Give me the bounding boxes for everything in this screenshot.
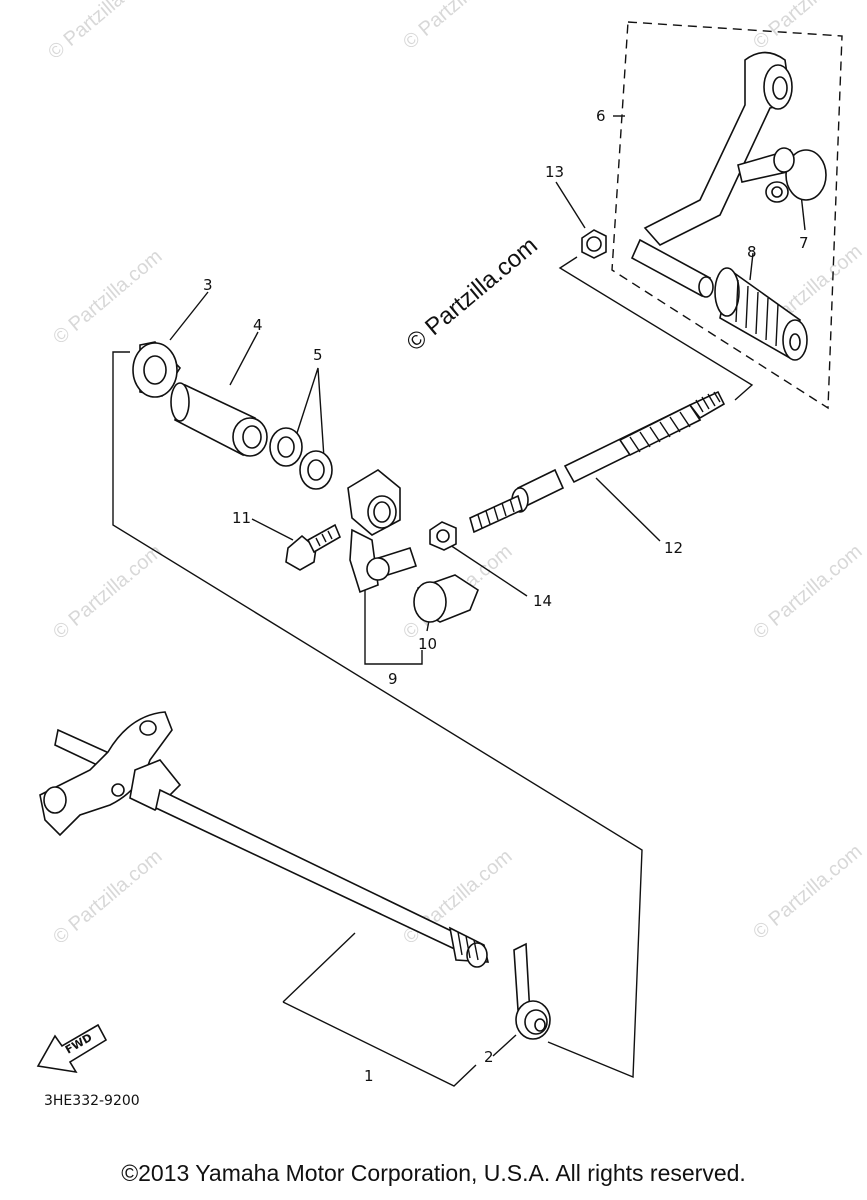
watermark: © Partzilla.com [44, 0, 161, 64]
shift-rod-part-12 [469, 390, 726, 534]
watermark: © Partzilla.com [49, 845, 166, 948]
forward-arrow-icon: FWD [36, 1023, 108, 1074]
callout-labels: 1 2 3 4 5 6 7 8 9 10 11 12 13 14 [203, 107, 809, 1085]
watermark: © Partzilla.com [49, 245, 166, 348]
callout-13: 13 [545, 163, 564, 181]
callout-9: 9 [388, 670, 398, 688]
copyright-notice: ©2013 Yamaha Motor Corporation, U.S.A. A… [121, 1160, 746, 1186]
watermark: © Partzilla.com [749, 540, 866, 643]
callout-4: 4 [253, 316, 263, 334]
callout-14: 14 [533, 592, 552, 610]
watermark: © Partzilla.com [49, 540, 166, 643]
leader-lines [169, 115, 806, 1057]
shift-arm-part-9 [347, 469, 418, 594]
shift-shaft-part-1 [39, 711, 490, 968]
assembly-outline [112, 351, 643, 1079]
callout-1: 1 [364, 1067, 374, 1085]
pedal-leader-frame [558, 256, 754, 401]
reference-code: 3HE332-9200 [44, 1093, 140, 1109]
spring-part-2 [513, 942, 551, 1040]
watermark: © Partzilla.com [749, 0, 866, 54]
nut-part-13 [581, 229, 607, 259]
nut-part-14 [429, 521, 457, 551]
bearing-part-5 [269, 427, 333, 490]
callout-11: 11 [232, 509, 251, 527]
callout-7: 7 [799, 234, 809, 252]
bracket-part-1 [282, 932, 477, 1087]
watermark-center: © Partzilla.com [402, 232, 543, 357]
bolt-part-11 [285, 523, 342, 571]
callout-2: 2 [484, 1048, 494, 1066]
foot-rubber-part-8 [714, 267, 808, 361]
callout-5: 5 [313, 346, 323, 364]
callout-8: 8 [747, 243, 757, 261]
pedal-group-box [611, 21, 843, 410]
bracket-part-9 [364, 560, 423, 665]
callout-3: 3 [203, 276, 213, 294]
bracket-part-5 [296, 367, 325, 459]
callout-10: 10 [418, 635, 437, 653]
callout-6: 6 [596, 107, 606, 125]
oil-seal-part-3 [132, 341, 182, 398]
joint-part-10 [413, 574, 479, 623]
watermark: © Partzilla.com [749, 840, 866, 943]
shift-pedal-part-6 [630, 51, 798, 298]
rod-end-part-7 [765, 147, 827, 203]
callout-12: 12 [664, 539, 683, 557]
collar-part-4 [170, 382, 268, 457]
watermark: © Partzilla.com [399, 0, 516, 54]
